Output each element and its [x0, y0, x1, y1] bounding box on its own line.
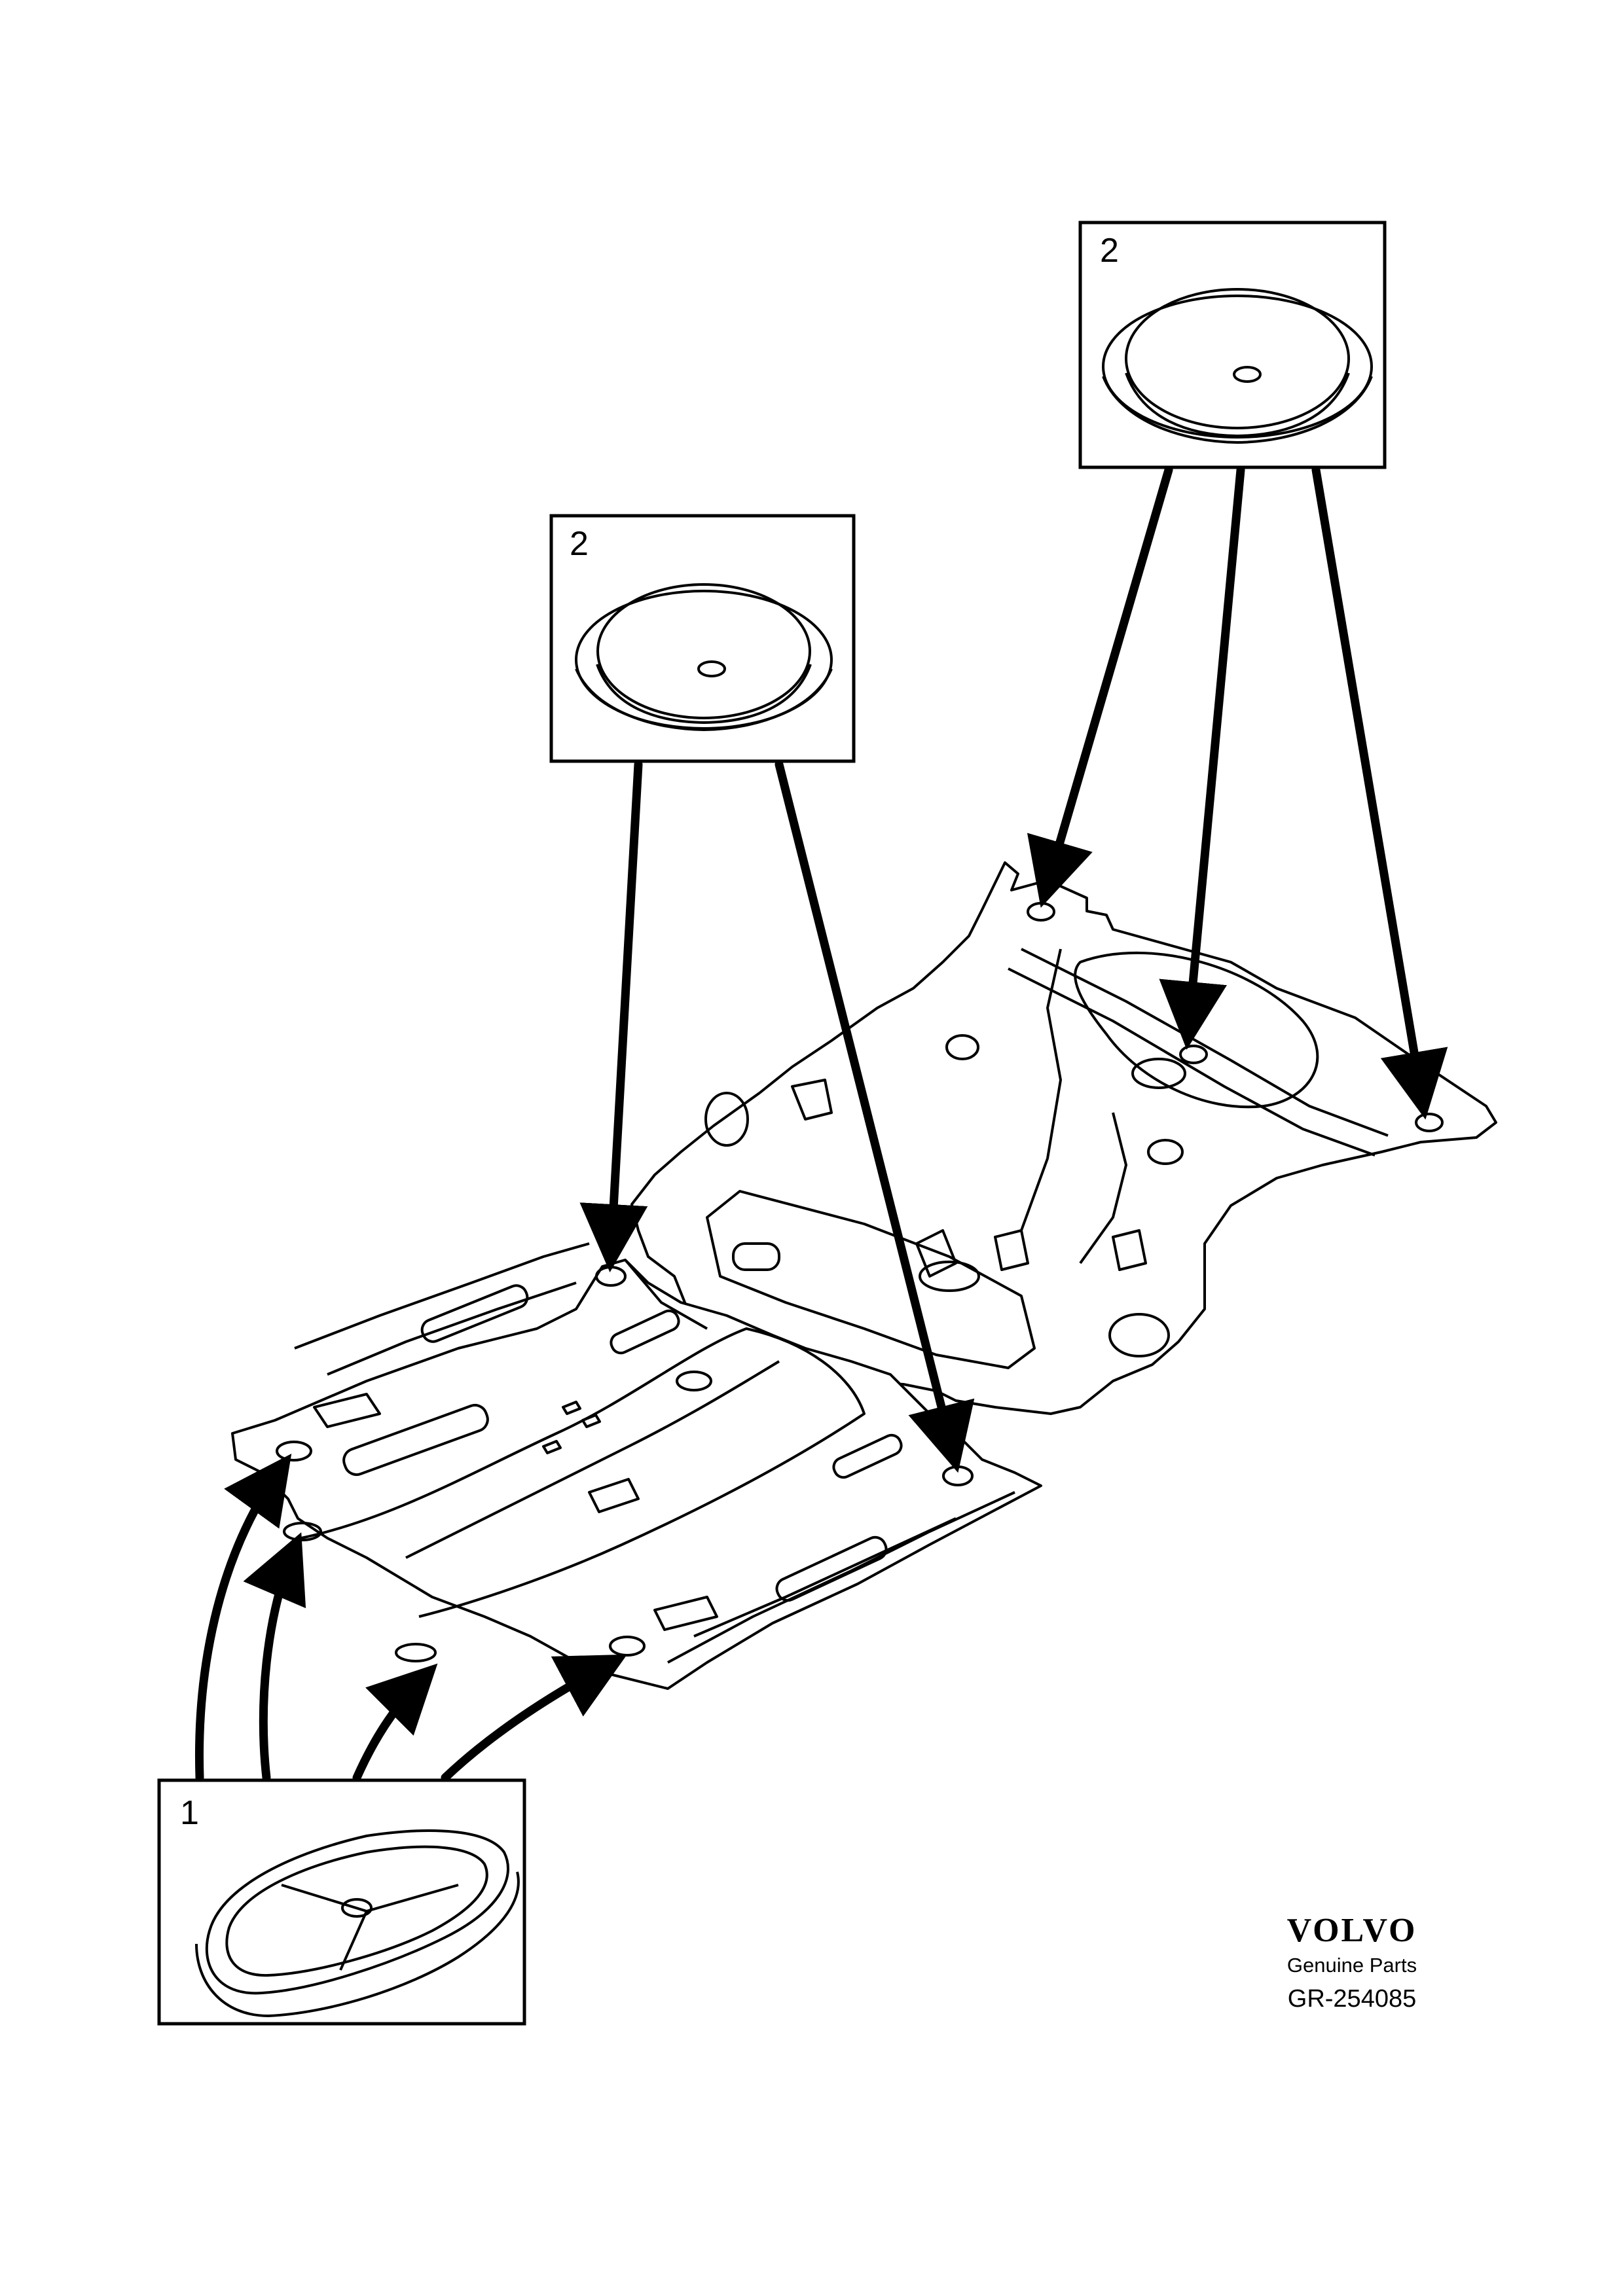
center-tunnel-2 — [405, 1360, 780, 1559]
callout-box-1: 1 — [157, 1778, 526, 2026]
rear-crossmember — [1021, 948, 1389, 1137]
rear-slot — [732, 1242, 780, 1271]
volvo-logo: VOLVO — [1286, 1912, 1417, 1949]
left-sill-2 — [327, 1282, 577, 1376]
leader-arrow — [352, 1663, 438, 1782]
leader-arrows — [195, 465, 1448, 1782]
brand-block: VOLVO Genuine Parts GR-254085 — [1231, 1911, 1473, 2017]
floor-hole-front-right — [609, 1636, 646, 1657]
rear-mid-hole-2 — [1147, 1139, 1184, 1165]
rear-bracket-2 — [915, 1229, 957, 1278]
rear-tunnel — [706, 1190, 1036, 1369]
tunnel-hole-1 — [562, 1401, 581, 1415]
callout-frame — [549, 514, 856, 763]
leader-arrow — [775, 760, 975, 1473]
callout-number: 1 — [180, 1794, 199, 1832]
rear-right-hole — [1108, 1313, 1170, 1357]
callout-box-2-top: 2 — [1078, 221, 1387, 469]
floor-panel-assembly — [231, 861, 1497, 1690]
leader-arrow — [579, 760, 648, 1272]
rear-bracket-1 — [791, 1079, 833, 1121]
round-plug-icon — [1102, 288, 1373, 444]
leader-arrow — [1159, 465, 1245, 1050]
center-tunnel — [301, 1327, 866, 1618]
round-plug-icon — [575, 583, 833, 732]
front-slot-5 — [832, 1433, 903, 1479]
tunnel-hole-2 — [581, 1414, 601, 1428]
tunnel-boss — [676, 1371, 712, 1391]
leader-arrow — [243, 1532, 306, 1782]
rear-crossmember-2 — [1008, 967, 1376, 1157]
front-slot-3 — [610, 1309, 680, 1355]
callout-box-2-middle: 2 — [549, 514, 856, 763]
brand-subtitle: Genuine Parts — [1286, 1954, 1417, 1977]
leader-arrow — [195, 1453, 292, 1782]
rear-left-hole — [704, 1092, 749, 1147]
leader-arrow — [1311, 465, 1448, 1120]
rear-bracket-3 — [994, 1229, 1029, 1271]
rear-center-boss — [1131, 1058, 1186, 1089]
seat-mount-1 — [313, 1393, 381, 1428]
seat-mount-2 — [588, 1478, 640, 1513]
front-rear-join — [624, 1259, 708, 1330]
floor-hole-front-mid — [395, 1643, 437, 1662]
right-sill-2 — [693, 1517, 957, 1638]
rear-mid-hole — [945, 1034, 979, 1060]
floor-hole-front-left — [276, 1441, 312, 1462]
rear-rail — [1020, 948, 1062, 1231]
front-slot-4 — [775, 1535, 888, 1602]
seat-mount-3 — [653, 1596, 718, 1631]
front-slot-2 — [342, 1403, 489, 1477]
callout-number: 2 — [570, 525, 589, 563]
diagram-reference: GR-254085 — [1287, 1985, 1417, 2013]
callout-frame — [1078, 221, 1387, 469]
leader-arrow — [441, 1654, 627, 1782]
rear-rail-2 — [1079, 1112, 1127, 1265]
spare-wheel-well — [1074, 951, 1319, 1109]
callout-frame — [157, 1778, 526, 2026]
tunnel-hole-3 — [542, 1440, 562, 1454]
oval-plug-icon — [195, 1829, 520, 2018]
leader-arrow — [1027, 465, 1173, 908]
fuel-tank-dome — [919, 1261, 980, 1292]
rear-bracket-4 — [1112, 1229, 1147, 1271]
left-sill — [294, 1242, 590, 1350]
callout-number: 2 — [1100, 232, 1119, 270]
front-slot-1 — [420, 1284, 529, 1343]
